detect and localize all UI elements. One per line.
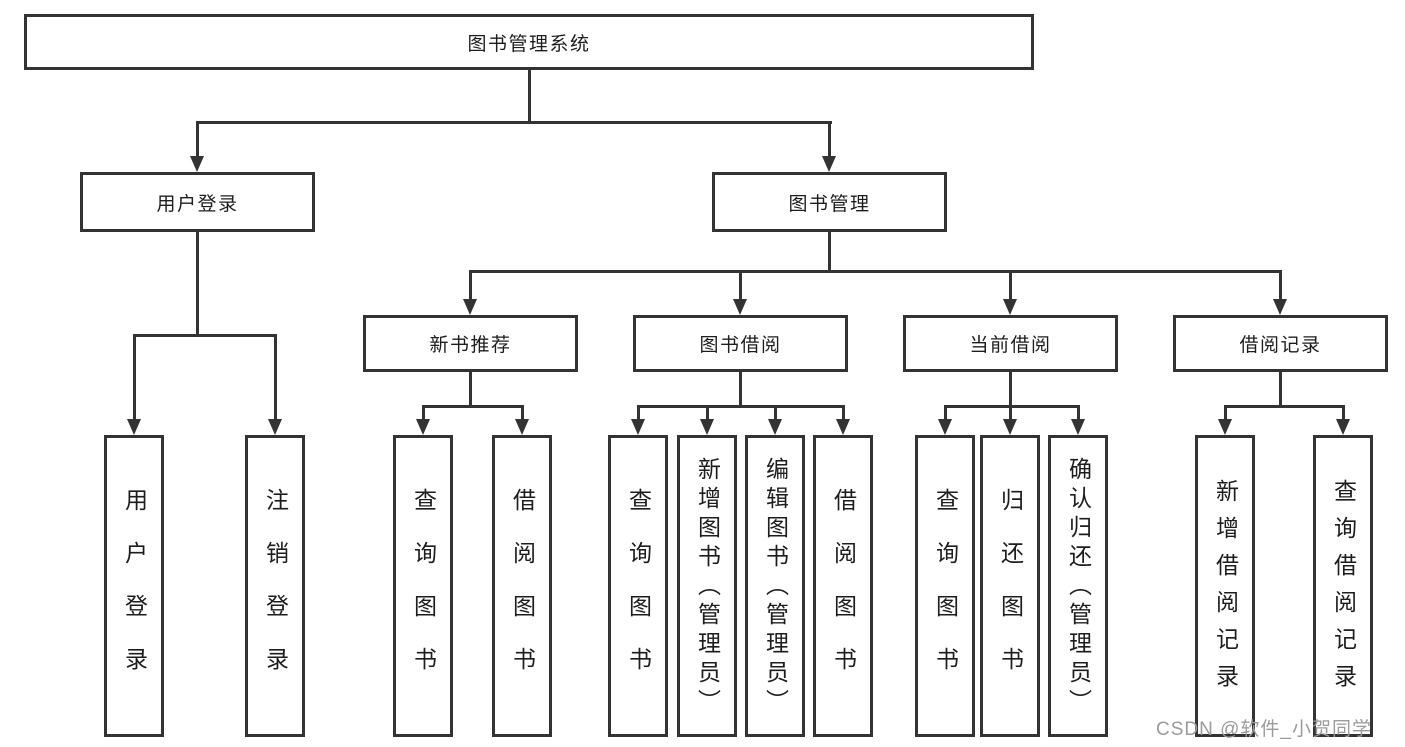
node-col-query-books-3: 查询图书 [915, 435, 975, 737]
arrow-down-icon [416, 419, 430, 435]
connector-line [828, 121, 831, 158]
node-col-query-borrow-record: 查询借阅记录 [1313, 435, 1373, 737]
node-col-query-books-3-label: 查询图书 [932, 487, 959, 700]
connector-line [739, 270, 742, 301]
node-col-logout: 注销登录 [245, 435, 305, 737]
connector-line [1279, 270, 1282, 301]
node-col-borrow-books-2: 借阅图书 [813, 435, 873, 737]
node-current-borrow-label: 当前借阅 [969, 335, 1052, 356]
connector-line [528, 70, 531, 123]
connector-line [706, 405, 709, 421]
connector-line [637, 405, 845, 408]
node-col-borrow-books-1-label: 借阅图书 [509, 487, 536, 700]
node-new-book-recommend-label: 新书推荐 [429, 335, 512, 356]
connector-line [1009, 405, 1012, 421]
connector-line [133, 334, 136, 421]
connector-line [828, 232, 831, 272]
arrow-down-icon [768, 419, 782, 435]
node-col-edit-book-admin: 编辑图书（管理员） [745, 435, 805, 737]
connector-line [842, 405, 845, 421]
arrow-down-icon [1003, 419, 1017, 435]
connector-line [637, 405, 640, 421]
connector-line [1009, 270, 1012, 301]
node-col-add-borrow-record: 新增借阅记录 [1195, 435, 1255, 737]
node-current-borrow: 当前借阅 [903, 315, 1118, 372]
node-book-management: 图书管理 [712, 172, 947, 232]
node-col-borrow-books-2-label: 借阅图书 [830, 487, 857, 700]
node-col-query-books-2: 查询图书 [608, 435, 668, 737]
node-col-logout-label: 注销登录 [262, 487, 289, 700]
connector-line [739, 372, 742, 408]
node-col-query-books-1-label: 查询图书 [410, 487, 437, 700]
arrow-down-icon [631, 419, 645, 435]
connector-line [1342, 405, 1345, 421]
node-borrow-records: 借阅记录 [1173, 315, 1388, 372]
node-new-book-recommend: 新书推荐 [363, 315, 578, 372]
connector-line [422, 405, 425, 421]
arrow-down-icon [1218, 419, 1232, 435]
node-col-query-books-1: 查询图书 [393, 435, 453, 737]
connector-line [196, 232, 199, 336]
watermark: CSDN @软件_小贺同学 [1156, 719, 1372, 740]
arrow-down-icon [268, 419, 282, 435]
connector-line [774, 405, 777, 421]
connector-line [469, 270, 1282, 273]
connector-line [1009, 372, 1012, 408]
connector-line [133, 334, 277, 337]
node-book-borrow: 图书借阅 [633, 315, 848, 372]
node-col-return-book: 归还图书 [980, 435, 1040, 737]
connector-line [274, 334, 277, 421]
arrow-down-icon [836, 419, 850, 435]
connector-line [944, 405, 947, 421]
arrow-down-icon [733, 299, 747, 315]
node-col-user-login-label: 用户登录 [121, 487, 148, 700]
arrow-down-icon [127, 419, 141, 435]
node-col-confirm-return-admin-label: 确认归还（管理员） [1065, 457, 1092, 718]
connector-line [1224, 405, 1345, 408]
node-user-login-label: 用户登录 [156, 193, 239, 215]
connector-line [1077, 405, 1080, 421]
arrow-down-icon [1071, 419, 1085, 435]
node-user-login: 用户登录 [80, 172, 315, 232]
node-col-add-book-admin-label: 新增图书（管理员） [694, 457, 721, 718]
connector-line [196, 121, 199, 158]
arrow-down-icon [190, 156, 204, 172]
node-col-borrow-books-1: 借阅图书 [492, 435, 552, 737]
node-col-query-borrow-record-label: 查询借阅记录 [1330, 478, 1357, 701]
connector-line [1279, 372, 1282, 408]
arrow-down-icon [700, 419, 714, 435]
connector-line [944, 405, 1080, 408]
arrow-down-icon [515, 419, 529, 435]
node-borrow-records-label: 借阅记录 [1239, 335, 1322, 356]
node-book-management-label: 图书管理 [788, 193, 871, 215]
node-col-edit-book-admin-label: 编辑图书（管理员） [762, 457, 789, 718]
node-col-return-book-label: 归还图书 [997, 487, 1024, 700]
node-root: 图书管理系统 [24, 14, 1034, 70]
connector-line [521, 405, 524, 421]
arrow-down-icon [822, 156, 836, 172]
node-col-add-borrow-record-label: 新增借阅记录 [1212, 478, 1239, 701]
arrow-down-icon [463, 299, 477, 315]
node-col-user-login: 用户登录 [104, 435, 164, 737]
node-col-query-books-2-label: 查询图书 [625, 487, 652, 700]
connector-line [469, 270, 472, 301]
arrow-down-icon [938, 419, 952, 435]
connector-line [469, 372, 472, 408]
connector-line [196, 121, 832, 124]
node-col-confirm-return-admin: 确认归还（管理员） [1048, 435, 1108, 737]
node-root-label: 图书管理系统 [467, 33, 591, 55]
node-col-add-book-admin: 新增图书（管理员） [677, 435, 737, 737]
arrow-down-icon [1003, 299, 1017, 315]
connector-line [1224, 405, 1227, 421]
connector-line [422, 405, 524, 408]
node-book-borrow-label: 图书借阅 [699, 335, 782, 356]
arrow-down-icon [1273, 299, 1287, 315]
arrow-down-icon [1336, 419, 1350, 435]
